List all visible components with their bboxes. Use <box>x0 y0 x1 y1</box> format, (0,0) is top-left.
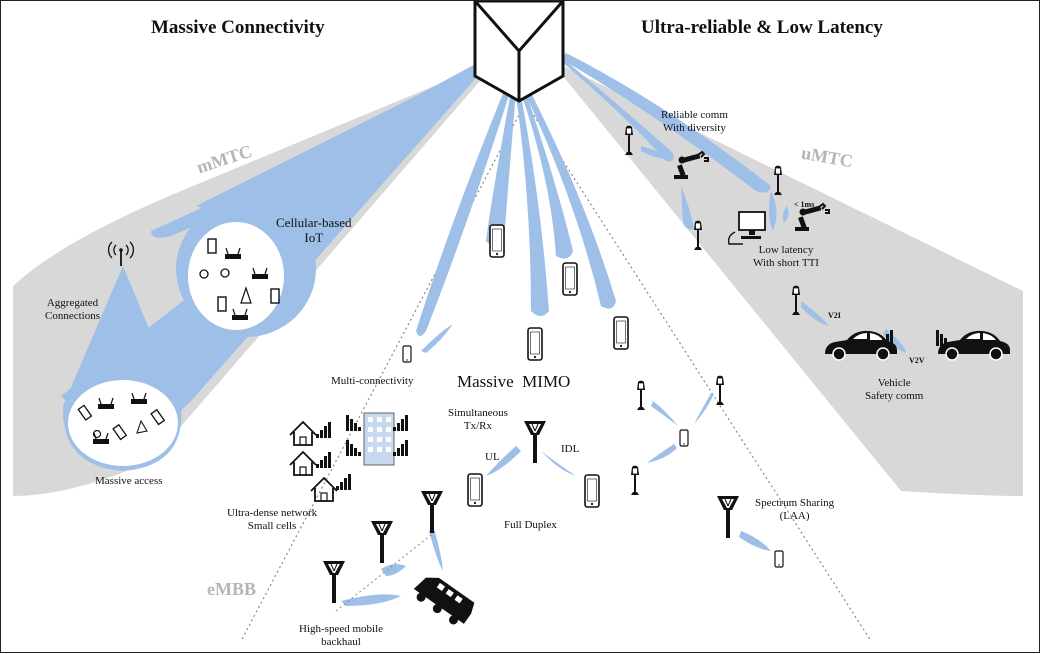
antenna-icon <box>420 490 444 534</box>
umtc-beams <box>561 53 906 353</box>
antenna-icon <box>716 495 740 539</box>
phone-icon <box>679 429 689 447</box>
phone-icon <box>613 316 629 350</box>
label-ultra-dense: Ultra-dense network Small cells <box>227 507 318 532</box>
signal-bars-icon <box>316 452 331 468</box>
phone-icon <box>402 345 412 363</box>
house-icon <box>289 451 317 476</box>
antenna-icon <box>370 520 394 564</box>
phone-icon <box>584 474 600 508</box>
umtc-region <box>549 59 1023 496</box>
label-spectrum-sharing: Spectrum Sharing (LAA) <box>755 497 835 522</box>
label-v2i: V2I <box>828 311 841 320</box>
embb-beams <box>416 86 616 353</box>
label-latency-value: < 1ms <box>794 200 815 209</box>
wifi-tower-icon <box>107 241 135 266</box>
signal-bars-icon <box>336 474 351 490</box>
signal-bars-icon <box>393 415 408 431</box>
street-lamp-icon <box>715 375 725 406</box>
mode-embb: eMBB <box>207 579 256 599</box>
signal-bars-icon <box>393 440 408 456</box>
house-icon <box>310 477 338 502</box>
massive-access-devices <box>77 404 166 441</box>
label-vehicle-safety: Vehicle Safety comm <box>865 377 924 402</box>
label-multi-connectivity: Multi-connectivity <box>331 375 414 387</box>
label-cellular-iot: Cellular-based IoT <box>276 215 352 245</box>
computer-icon <box>727 211 766 245</box>
phone-icon <box>562 262 578 296</box>
phone-icon <box>489 224 505 258</box>
lamp-network-beams <box>647 393 714 463</box>
signal-bars-icon <box>316 422 331 438</box>
base-station-cube-icon <box>473 1 565 103</box>
building-icon <box>363 412 395 466</box>
phone-icon <box>774 550 784 568</box>
label-low-latency: Low latency With short TTI <box>753 244 819 269</box>
antenna-icon <box>322 560 346 604</box>
label-massive-mimo: Massive MIMO <box>457 372 571 391</box>
antenna-icon <box>523 420 547 464</box>
train-icon <box>409 569 478 630</box>
label-v2v: V2V <box>909 356 925 365</box>
massive-access-ellipse <box>68 380 178 466</box>
label-full-duplex: Full Duplex <box>504 519 557 531</box>
label-reliable-comm: Reliable comm With diversity <box>661 109 728 134</box>
full-duplex-beams <box>486 446 576 476</box>
label-idl: IDL <box>561 443 580 455</box>
street-lamp-icon <box>630 465 640 496</box>
phone-icon <box>467 473 483 507</box>
label-aggregated-connections: Aggregated Connections <box>45 297 100 322</box>
phone-icon <box>527 327 543 361</box>
title-ultra-reliable: Ultra-reliable & Low Latency <box>641 17 883 38</box>
label-massive-access: Massive access <box>95 475 163 487</box>
house-icon <box>289 421 317 446</box>
label-simultaneous: Simultaneous Tx/Rx <box>448 407 508 432</box>
label-backhaul: High-speed mobile backhaul <box>299 623 384 648</box>
title-massive-connectivity: Massive Connectivity <box>151 17 325 38</box>
label-ul: UL <box>485 451 500 463</box>
signal-bars-icon <box>346 440 361 456</box>
street-lamp-icon <box>636 380 646 411</box>
iot-devices <box>199 238 280 312</box>
backhaul-beams <box>341 526 771 606</box>
